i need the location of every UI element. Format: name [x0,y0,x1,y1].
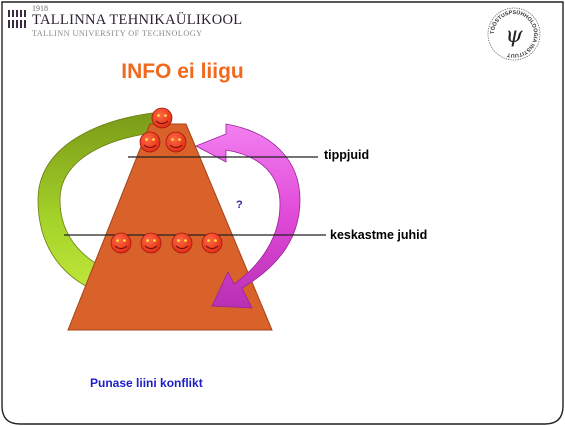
university-header: 1918 TALLINNA TEHNIKAÜLIKOOL TALLINN UNI… [8,4,242,39]
middle-management-label: keskastme juhid [330,228,428,242]
red-line-conflict-caption: Punase liini konflikt [90,376,203,390]
institute-seal-icon: TÖÖSTUSPSÜHHOLOOGIA INSTITUUT ψ [487,7,541,61]
middle-manager-face [171,232,193,254]
question-mark: ? [236,199,243,211]
middle-manager-face [140,232,162,254]
university-name-en: TALLINN UNIVERSITY OF TECHNOLOGY [32,29,203,38]
organization-pyramid [67,123,273,331]
middle-manager-face [110,232,132,254]
founding-year: 1918 [32,4,48,13]
top-manager-face [165,131,187,153]
pink-circular-arrow [195,123,301,309]
top-manager-face [151,107,173,129]
university-text: 1918 TALLINNA TEHNIKAÜLIKOOL TALLINN UNI… [32,4,242,39]
top-manager-face [139,131,161,153]
slide-title: INFO ei liigu [121,60,244,83]
university-logo-icon [8,10,26,28]
top-management-label: tippjuid [324,148,370,162]
university-name-et: TALLINNA TEHNIKAÜLIKOOL [32,12,243,28]
middle-manager-face [201,232,223,254]
seal-symbol: ψ [505,23,523,48]
